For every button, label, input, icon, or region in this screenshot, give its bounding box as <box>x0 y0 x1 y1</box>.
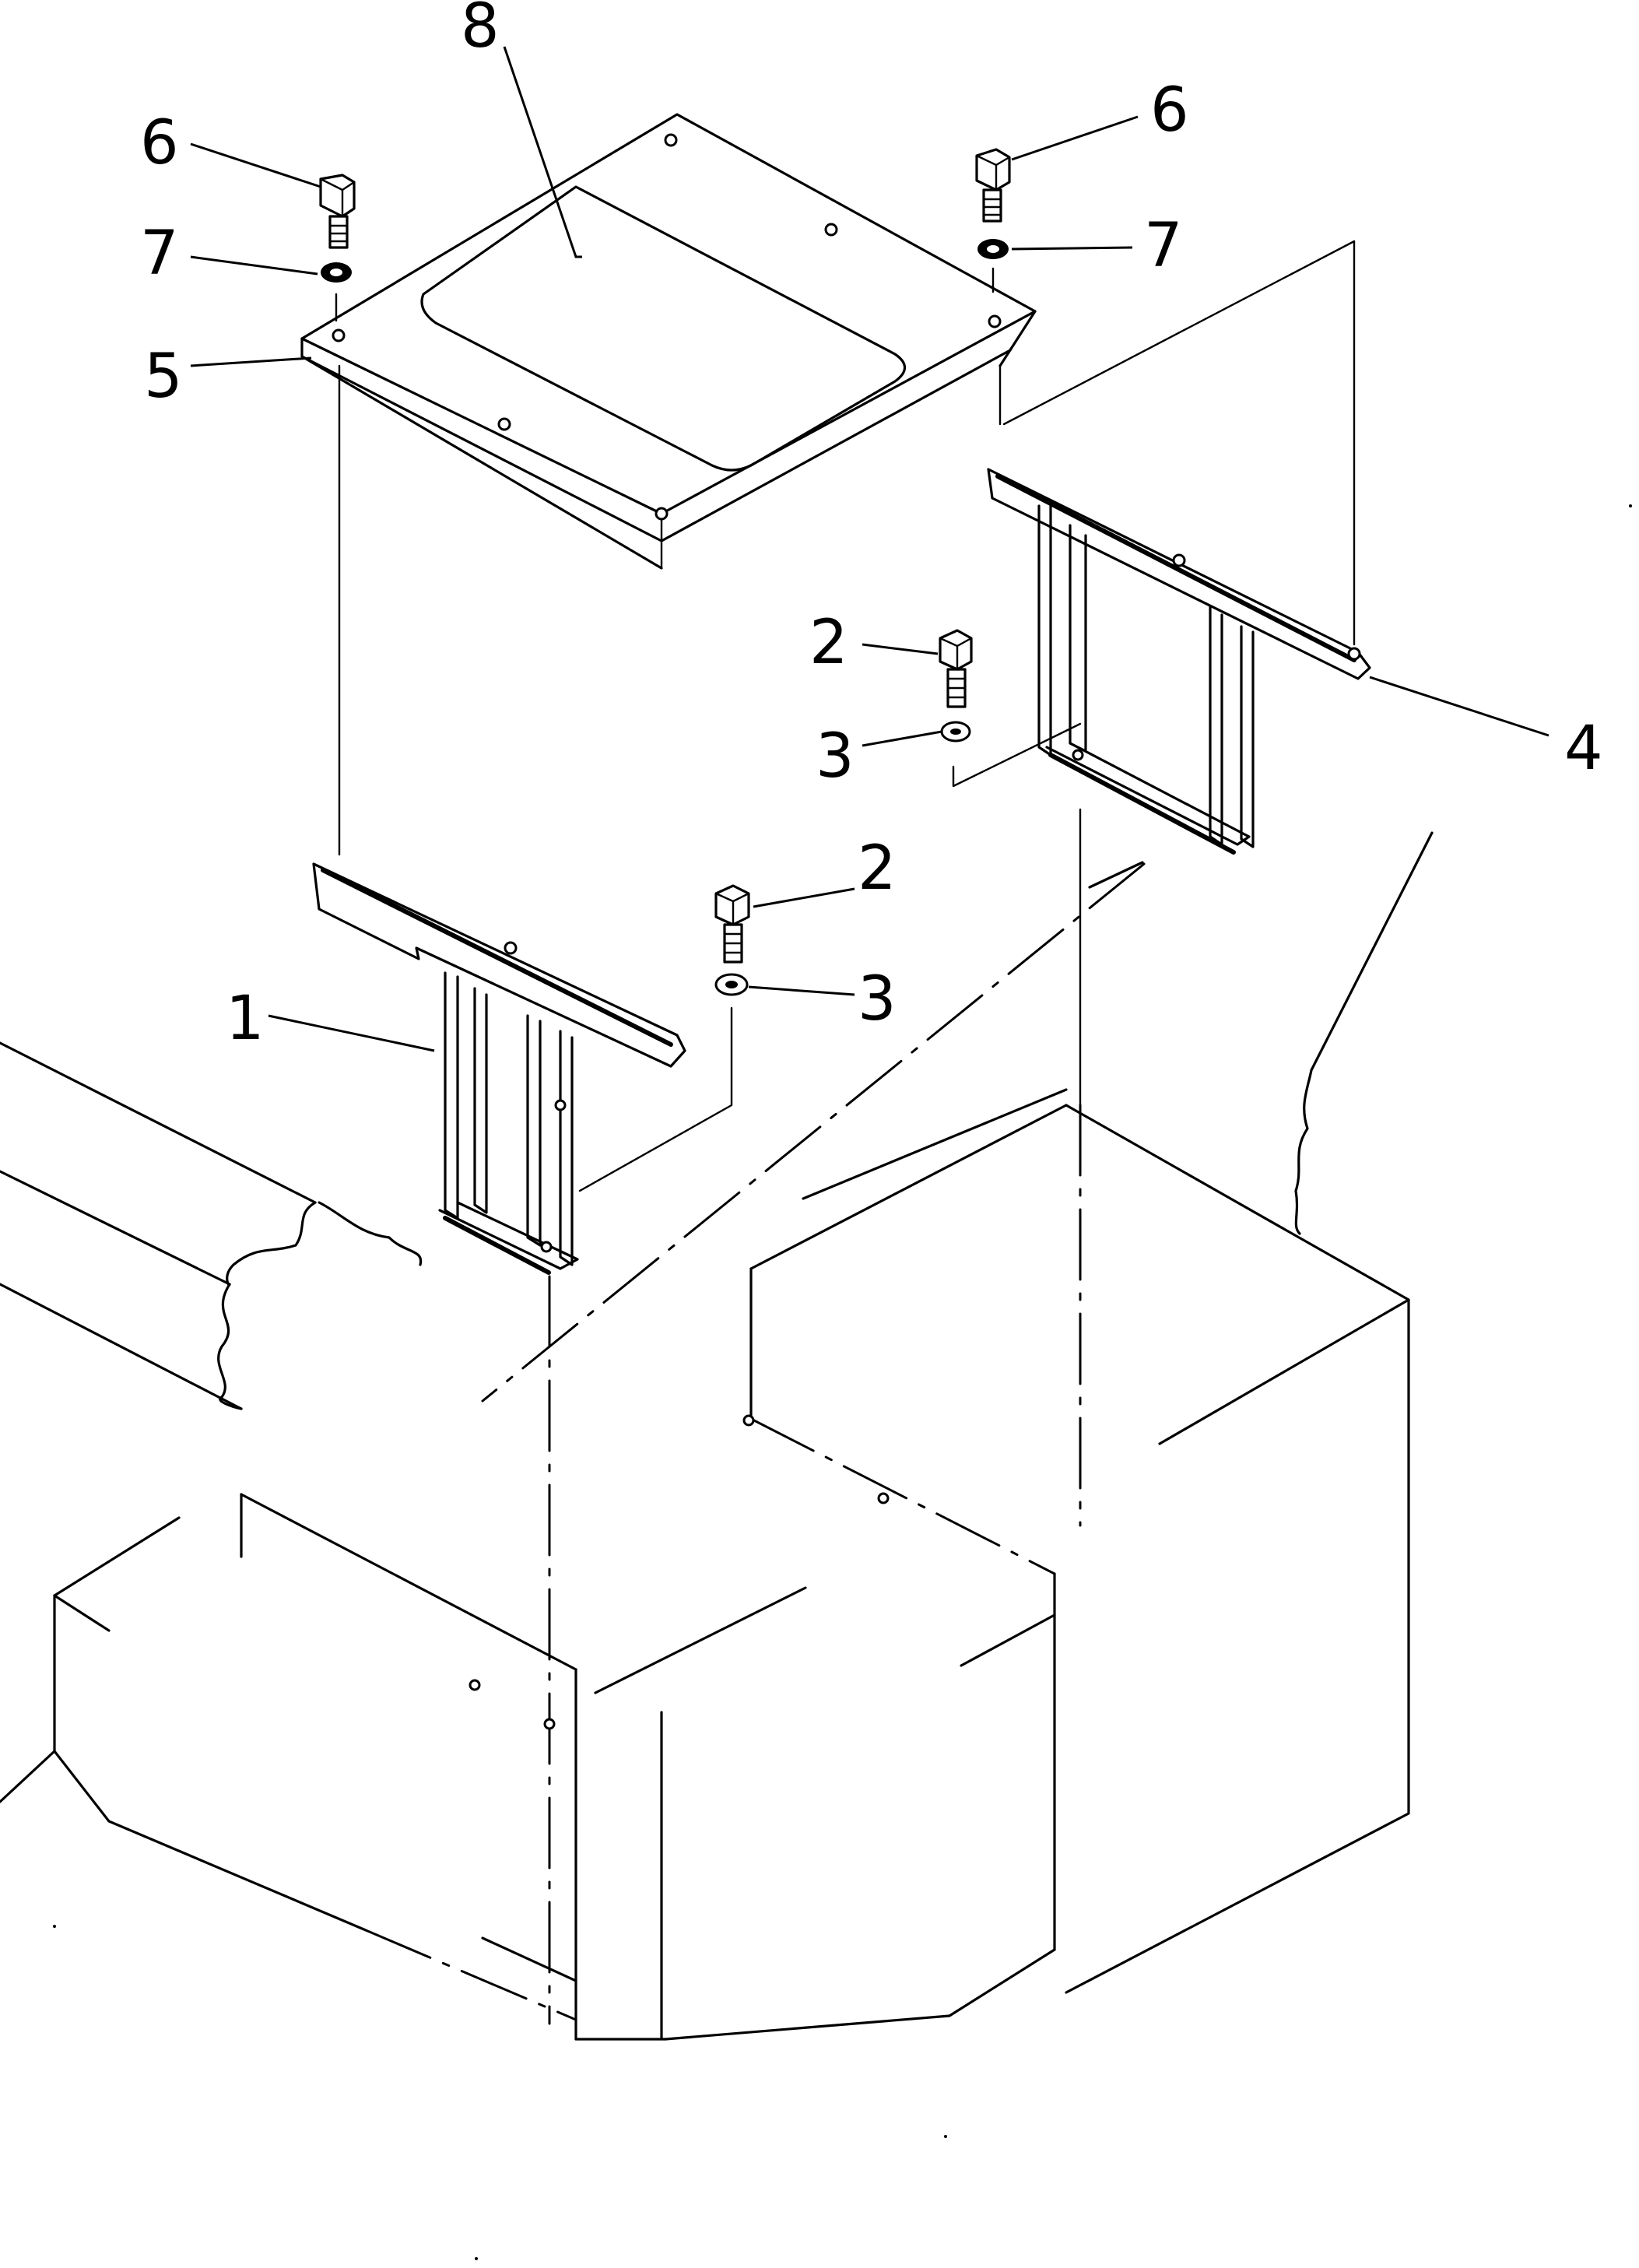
cover-plate <box>300 113 1037 570</box>
machine-housing-right <box>660 831 1434 2041</box>
bolt-6-left <box>319 174 356 249</box>
machine-frame-rail <box>0 1041 423 1410</box>
callout-1: 1 <box>226 984 265 1054</box>
callout-2-left: 2 <box>858 834 897 904</box>
callout-7-left: 7 <box>140 219 179 289</box>
machine-housing-left <box>0 1493 807 2041</box>
bolt-2-right <box>939 629 973 708</box>
callout-4: 4 <box>1564 714 1603 784</box>
callout-labels: 8 6 6 7 7 5 2 3 4 2 1 3 <box>140 0 1603 1054</box>
callout-3-right: 3 <box>816 721 855 792</box>
washer-7-left <box>321 262 352 322</box>
washer-3-left <box>714 973 749 996</box>
callout-3-left: 3 <box>858 964 897 1034</box>
callout-5: 5 <box>144 342 183 412</box>
bolt-6-right <box>975 148 1011 223</box>
stray-marks <box>53 504 1632 2260</box>
washer-3-right <box>940 721 971 743</box>
washer-7-right <box>977 239 1009 293</box>
assembly-guide-lines <box>338 240 1356 2025</box>
callout-7-right: 7 <box>1144 211 1183 281</box>
callout-8: 8 <box>461 0 500 61</box>
callout-6-left: 6 <box>140 108 179 178</box>
bracket-right <box>987 468 1371 855</box>
bracket-left <box>312 862 686 1275</box>
bolt-2-left <box>714 884 750 964</box>
callout-2-right: 2 <box>809 608 848 678</box>
leader-lines <box>190 46 1550 1052</box>
callout-6-right: 6 <box>1150 75 1189 146</box>
